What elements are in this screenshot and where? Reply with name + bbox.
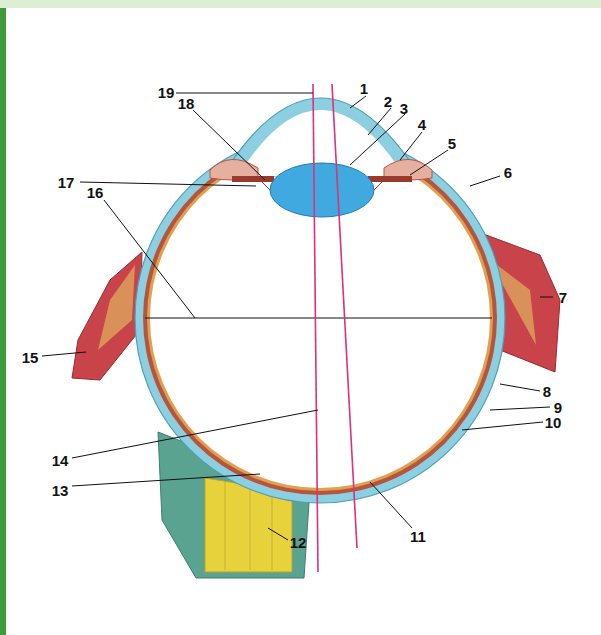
leader-line bbox=[540, 297, 553, 298]
leader-line bbox=[462, 422, 543, 430]
leader-line bbox=[500, 384, 540, 391]
callout-number: 11 bbox=[408, 528, 428, 545]
eye-muscle bbox=[72, 252, 142, 380]
callout-number: 3 bbox=[398, 100, 410, 117]
callout-number: 15 bbox=[20, 349, 41, 366]
callout-number: 14 bbox=[50, 452, 71, 469]
lens bbox=[270, 163, 374, 217]
leader-line bbox=[176, 93, 313, 94]
leader-line bbox=[490, 407, 550, 410]
callout-number: 4 bbox=[416, 116, 428, 133]
callout-number: 16 bbox=[85, 184, 106, 201]
leader-line bbox=[410, 150, 448, 175]
nerve-fiber bbox=[250, 486, 251, 570]
leader-line bbox=[370, 482, 412, 528]
iris bbox=[368, 176, 412, 182]
leader-line bbox=[350, 96, 366, 108]
zonule bbox=[258, 178, 270, 190]
equator-line bbox=[145, 317, 492, 318]
callout-number: 8 bbox=[541, 383, 553, 400]
callout-number: 12 bbox=[288, 534, 309, 551]
callout-number: 10 bbox=[543, 414, 564, 431]
leader-line bbox=[72, 410, 318, 458]
muscle-tendon bbox=[98, 265, 135, 350]
visual-axis bbox=[332, 84, 357, 548]
leader-line bbox=[72, 474, 260, 486]
callout-number: 1 bbox=[358, 80, 370, 97]
callout-number: 18 bbox=[176, 95, 197, 112]
callout-number: 19 bbox=[156, 84, 177, 101]
leader-line bbox=[368, 108, 391, 135]
callout-number: 7 bbox=[557, 289, 569, 306]
leader-line bbox=[42, 352, 86, 356]
leader-line bbox=[193, 110, 265, 180]
leader-lines bbox=[42, 93, 553, 540]
top-band bbox=[0, 0, 601, 8]
callout-number: 13 bbox=[50, 482, 71, 499]
callout-number: 17 bbox=[56, 174, 77, 191]
callout-number: 6 bbox=[502, 164, 514, 181]
leader-line bbox=[80, 182, 256, 186]
leader-line bbox=[400, 132, 422, 160]
callout-number: 2 bbox=[382, 93, 394, 110]
nerve-fiber bbox=[272, 489, 273, 570]
callout-number: 9 bbox=[552, 399, 564, 416]
iris bbox=[232, 176, 274, 182]
optical-axis bbox=[313, 84, 318, 572]
leader-line bbox=[104, 200, 195, 318]
callout-number: 5 bbox=[446, 135, 458, 152]
leader-line bbox=[350, 114, 405, 165]
leader-line bbox=[268, 528, 288, 540]
choroid bbox=[143, 141, 497, 495]
nerve-fiber bbox=[225, 482, 226, 570]
leader-line bbox=[470, 176, 500, 186]
side-band bbox=[0, 8, 6, 635]
zonule bbox=[374, 178, 386, 190]
sclera bbox=[135, 133, 505, 503]
